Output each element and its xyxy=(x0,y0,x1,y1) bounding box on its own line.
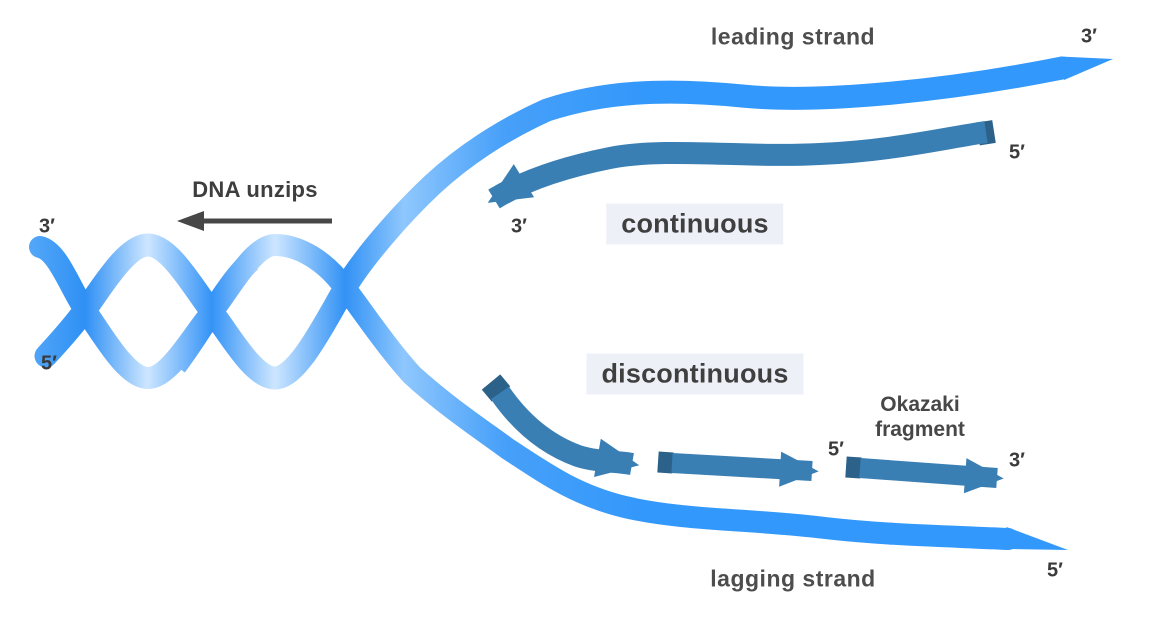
discontinuous-label: discontinuous xyxy=(586,353,804,395)
okazaki-fragment-label-line1: Okazaki xyxy=(880,393,960,416)
leading-template-3prime-label: 3′ xyxy=(1081,25,1097,48)
unzip-arrow-head xyxy=(177,211,204,231)
okazaki-fragment2-3prime-label: 3′ xyxy=(1009,449,1025,472)
continuous-strand-3prime-label: 3′ xyxy=(511,215,527,238)
okazaki-fragment1-cap xyxy=(657,451,674,474)
helix-crossing-overdraw xyxy=(167,252,259,373)
continuous-strand-5prime-label: 5′ xyxy=(1009,141,1025,164)
okazaki-fragment2-arrow xyxy=(859,458,1004,494)
okazaki-fragment1-arrow xyxy=(671,451,819,487)
lagging-strand-label: lagging strand xyxy=(710,565,876,592)
helix-5prime-label: 5′ xyxy=(41,352,57,375)
dna-unzips-label: DNA unzips xyxy=(192,177,318,202)
lagging-template-tip xyxy=(1005,527,1068,550)
okazaki-fragment-label: Okazaki fragment xyxy=(875,392,965,442)
helix-3prime-label: 3′ xyxy=(39,215,55,238)
okazaki-fragment2-cap xyxy=(845,456,862,479)
leading-strand-label: leading strand xyxy=(710,23,876,50)
lagging-template-strand xyxy=(29,233,1019,550)
okazaki-fragment-label-line2: fragment xyxy=(875,418,965,441)
discontinuous-curved-arrow xyxy=(490,386,640,478)
continuous-strand-arrow xyxy=(487,121,988,209)
leading-template-tip xyxy=(1060,56,1113,80)
leading-template-strand xyxy=(34,56,1074,390)
discontinuous-curved-cap xyxy=(481,374,511,402)
okazaki-fragment1-5prime-label: 5′ xyxy=(828,438,844,461)
lagging-template-5prime-label: 5′ xyxy=(1047,559,1063,582)
continuous-label: continuous xyxy=(606,203,784,245)
